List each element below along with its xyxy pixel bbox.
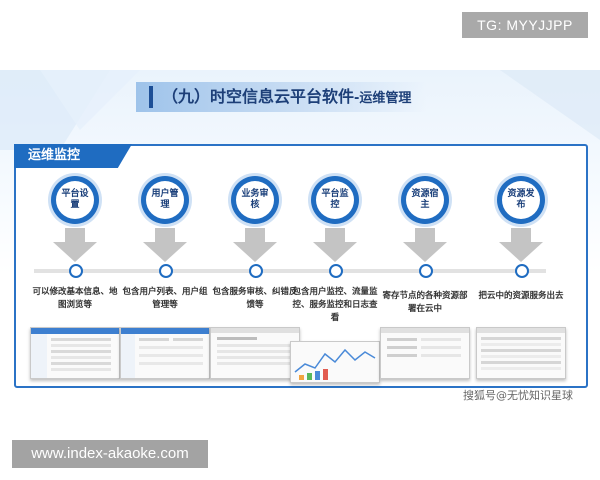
panel-tab: 运维监控: [14, 144, 132, 168]
step-circle: 业务审核: [231, 176, 279, 224]
step-description: 包含用户列表、用户组管理等: [122, 287, 208, 310]
down-arrow-icon: [233, 228, 277, 262]
timeline-dot: [419, 264, 433, 278]
title-sub: -运维管理: [354, 91, 412, 106]
author-credit: 搜狐号@无忧知识星球: [463, 389, 573, 402]
screenshot-thumbnail: [476, 327, 566, 379]
down-arrow-icon: [499, 228, 543, 262]
step-circle-label: 资源发布: [507, 189, 535, 210]
step-circle-label: 平台监控: [321, 189, 349, 210]
step-circle: 平台设置: [51, 176, 99, 224]
step-user-management: 用户管理 包含用户列表、用户组管理等: [120, 176, 210, 386]
screenshot-thumbnail: [290, 341, 380, 383]
step-description: 可以修改基本信息、地图浏览等: [32, 287, 118, 310]
step-resource-host: 资源宿主 寄存节点的各种资源部署在云中: [380, 176, 470, 386]
step-description: 把云中的资源服务出去: [478, 291, 564, 301]
down-arrow-icon: [53, 228, 97, 262]
step-description: 包含服务审核、纠错反馈等: [212, 287, 298, 310]
step-circle: 资源宿主: [401, 176, 449, 224]
decorative-shapes: [0, 70, 600, 150]
title-accent: [149, 86, 153, 108]
step-description: 寄存节点的各种资源部署在云中: [382, 291, 468, 314]
timeline-dot: [249, 264, 263, 278]
page-title: （九）时空信息云平台软件-运维管理: [162, 86, 411, 110]
down-arrow-icon: [313, 228, 357, 262]
title-bar: [136, 82, 426, 112]
timeline-dot: [69, 264, 83, 278]
watermark-top: TG: MYYJJPP: [462, 12, 588, 38]
timeline-dot: [515, 264, 529, 278]
step-circle-label: 平台设置: [61, 189, 89, 210]
screenshot-thumbnail: [380, 327, 470, 379]
down-arrow-icon: [403, 228, 447, 262]
down-arrow-icon: [143, 228, 187, 262]
slide: （九）时空信息云平台软件-运维管理 运维监控 平台设置 可以修改基本信息、地图浏…: [0, 70, 600, 410]
step-platform-monitoring: 平台监控 包含用户监控、流量监控、服务监控和日志查看: [290, 176, 380, 386]
screenshot-thumbnail: [30, 327, 120, 379]
step-circle-label: 资源宿主: [411, 189, 439, 210]
step-description: 包含用户监控、流量监控、服务监控和日志查看: [292, 287, 378, 323]
step-platform-settings: 平台设置 可以修改基本信息、地图浏览等: [30, 176, 120, 386]
step-circle: 用户管理: [141, 176, 189, 224]
screenshot-thumbnail: [120, 327, 210, 379]
timeline-dot: [329, 264, 343, 278]
step-business-review: 业务审核 包含服务审核、纠错反馈等: [210, 176, 300, 386]
timeline-dot: [159, 264, 173, 278]
step-circle: 平台监控: [311, 176, 359, 224]
step-circle-label: 用户管理: [151, 189, 179, 210]
watermark-bottom: www.index-akaoke.com: [12, 440, 208, 468]
step-resource-publish: 资源发布 把云中的资源服务出去: [476, 176, 566, 386]
screenshot-thumbnail: [210, 327, 300, 379]
title-main: （九）时空信息云平台软件: [162, 87, 355, 106]
timeline-line: [34, 269, 546, 273]
step-circle-label: 业务审核: [241, 189, 269, 210]
step-circle: 资源发布: [497, 176, 545, 224]
